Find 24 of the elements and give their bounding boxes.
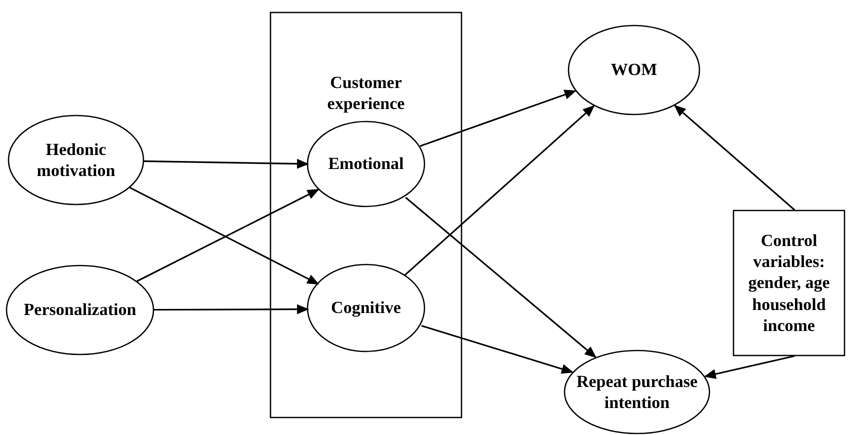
node-label: Repeat purchase intention [575,370,699,414]
group-box [270,12,462,418]
node-label: Hedonic motivation [36,138,116,182]
construct-ellipse [8,115,144,205]
group-heading: Customer experience [326,72,406,114]
arrow [421,325,574,374]
arrow [404,105,595,276]
construct-ellipse [564,350,710,434]
construct-ellipse [568,25,700,115]
arrow [154,304,309,314]
node-label: Personalization [22,299,138,321]
arrow [674,104,796,211]
arrow [405,196,597,358]
node-label: Emotional [327,153,405,175]
construct-ellipse [307,264,425,352]
construct-ellipse [307,121,425,207]
node-label: Cognitive [330,297,402,319]
node-label: Control variables: gender, age household income [747,230,831,336]
construct-ellipse [6,265,154,355]
arrow [144,158,310,169]
node-label: WOM [610,59,658,81]
note-box [733,210,845,356]
arrow [704,355,795,379]
arrow [420,90,576,147]
